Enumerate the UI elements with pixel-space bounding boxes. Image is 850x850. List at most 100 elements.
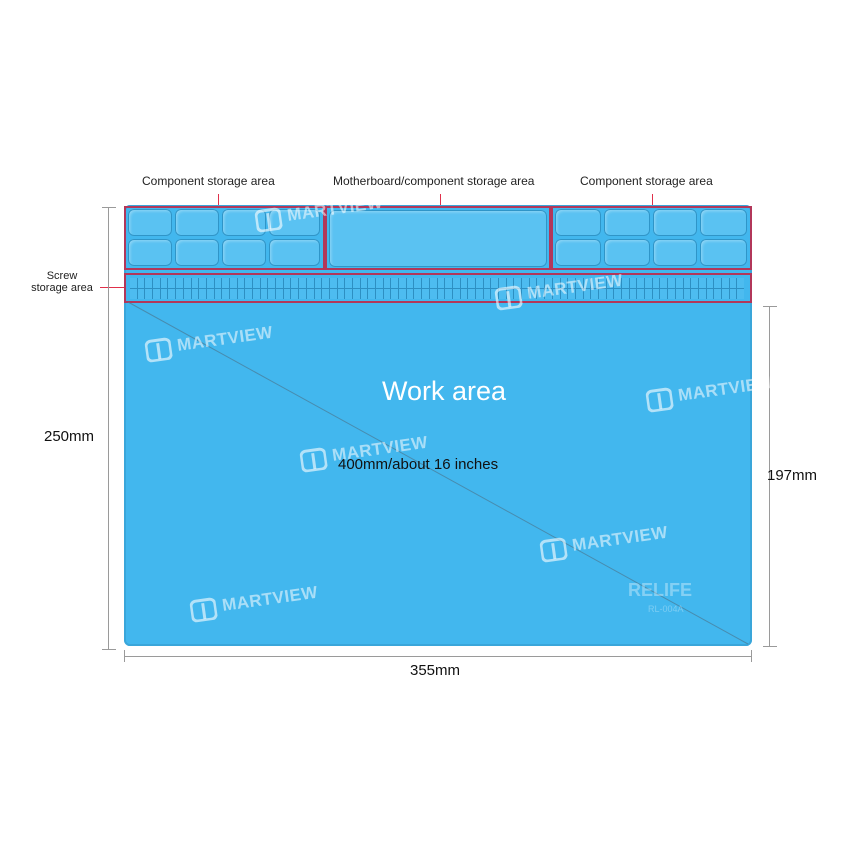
dim-line-right xyxy=(769,306,770,647)
screw-cell xyxy=(153,289,160,299)
screw-cell xyxy=(360,278,368,288)
screw-cell xyxy=(191,289,199,299)
screw-cell xyxy=(368,278,375,288)
screw-cell xyxy=(560,289,568,299)
martview-logo-icon xyxy=(494,283,523,311)
screw-cell xyxy=(545,278,552,288)
dim-tick-bottom-left xyxy=(124,650,125,662)
screw-cell xyxy=(660,278,668,288)
mat-brand: RELIFE xyxy=(628,580,693,600)
screw-cell xyxy=(352,278,360,288)
screw-cell xyxy=(306,289,314,299)
screw-cell xyxy=(468,278,475,288)
screw-cell xyxy=(737,289,744,299)
screw-cell xyxy=(137,278,145,288)
screw-cell xyxy=(606,278,614,288)
screw-cell xyxy=(729,278,737,288)
screw-cell xyxy=(522,278,529,288)
screw-cell xyxy=(276,278,283,288)
screw-cell xyxy=(714,278,721,288)
screw-cell xyxy=(483,278,491,288)
screw-cell xyxy=(622,278,629,288)
compartment-cell xyxy=(128,209,172,236)
screw-cell xyxy=(260,289,268,299)
screw-cell xyxy=(383,289,391,299)
screw-cell xyxy=(637,289,645,299)
screw-cell xyxy=(583,289,591,299)
dim-tick-right-top xyxy=(763,306,777,307)
screw-cell xyxy=(360,289,368,299)
screw-cell xyxy=(414,278,422,288)
screw-cell xyxy=(314,289,322,299)
screw-cell xyxy=(499,289,506,299)
screw-cell xyxy=(322,289,329,299)
screw-cell xyxy=(214,278,222,288)
compartment-cell xyxy=(128,239,172,266)
screw-cell xyxy=(614,289,621,299)
screw-cell xyxy=(329,289,337,299)
screw-cell xyxy=(552,289,560,299)
compartment-cell xyxy=(555,239,601,266)
screw-cell xyxy=(445,278,452,288)
screw-cell xyxy=(376,289,383,299)
compartment-cell xyxy=(653,209,697,236)
dim-height-work: 197mm xyxy=(767,467,818,484)
screw-cell xyxy=(452,289,460,299)
screw-cell xyxy=(514,289,522,299)
dim-tick-left-top xyxy=(102,207,116,208)
martview-logo-icon xyxy=(144,335,173,363)
screw-cell xyxy=(191,278,199,288)
screw-cell xyxy=(491,278,498,288)
screw-cell xyxy=(160,289,168,299)
screw-cell xyxy=(345,278,352,288)
highlight-component-left xyxy=(124,206,325,270)
screw-cell xyxy=(475,278,483,288)
watermark: MARTVIEW xyxy=(645,371,776,413)
dim-tick-left-bottom xyxy=(102,649,116,650)
screw-cell xyxy=(176,289,183,299)
screw-cell xyxy=(206,278,214,288)
screw-cell xyxy=(145,278,153,288)
screw-cell xyxy=(537,278,545,288)
screw-cell xyxy=(652,289,660,299)
screw-cell xyxy=(675,278,683,288)
screw-cell xyxy=(229,278,237,288)
screw-cell xyxy=(399,289,406,299)
motherboard-compartment xyxy=(329,210,547,267)
screw-cell xyxy=(222,278,229,288)
screw-storage-strip xyxy=(124,273,752,303)
martview-logo-icon xyxy=(645,385,674,413)
screw-cell xyxy=(276,289,283,299)
screw-cell xyxy=(499,278,506,288)
highlight-component-right xyxy=(551,206,752,270)
screw-cell xyxy=(668,289,675,299)
screw-cell xyxy=(268,289,276,299)
dim-tick-right-bottom xyxy=(763,646,777,647)
label-component-storage-left: Component storage area xyxy=(142,174,275,188)
watermark: MARTVIEW xyxy=(189,581,320,623)
screw-cell xyxy=(529,289,537,299)
screw-cell xyxy=(299,278,306,288)
compartment-cell xyxy=(700,239,747,266)
screw-cell xyxy=(176,278,183,288)
screw-cell xyxy=(299,289,306,299)
screw-cell xyxy=(229,289,237,299)
martview-logo-icon xyxy=(299,445,328,473)
screw-cell xyxy=(322,278,329,288)
screw-cell xyxy=(721,278,729,288)
screw-cell xyxy=(391,278,399,288)
screw-cell xyxy=(483,289,491,299)
label-screw-line1: Screw xyxy=(46,270,78,282)
work-area-title: Work area xyxy=(382,376,507,406)
screw-cell xyxy=(245,289,252,299)
screw-cell xyxy=(376,278,383,288)
screw-cell xyxy=(199,278,206,288)
screw-cell xyxy=(399,278,406,288)
compartment-cell xyxy=(700,209,747,236)
screw-cell xyxy=(337,289,345,299)
screw-cell xyxy=(283,278,291,288)
screw-cell xyxy=(183,289,191,299)
compartment-cell xyxy=(604,209,650,236)
diagonal-label: 400mm/about 16 inches xyxy=(338,456,499,473)
